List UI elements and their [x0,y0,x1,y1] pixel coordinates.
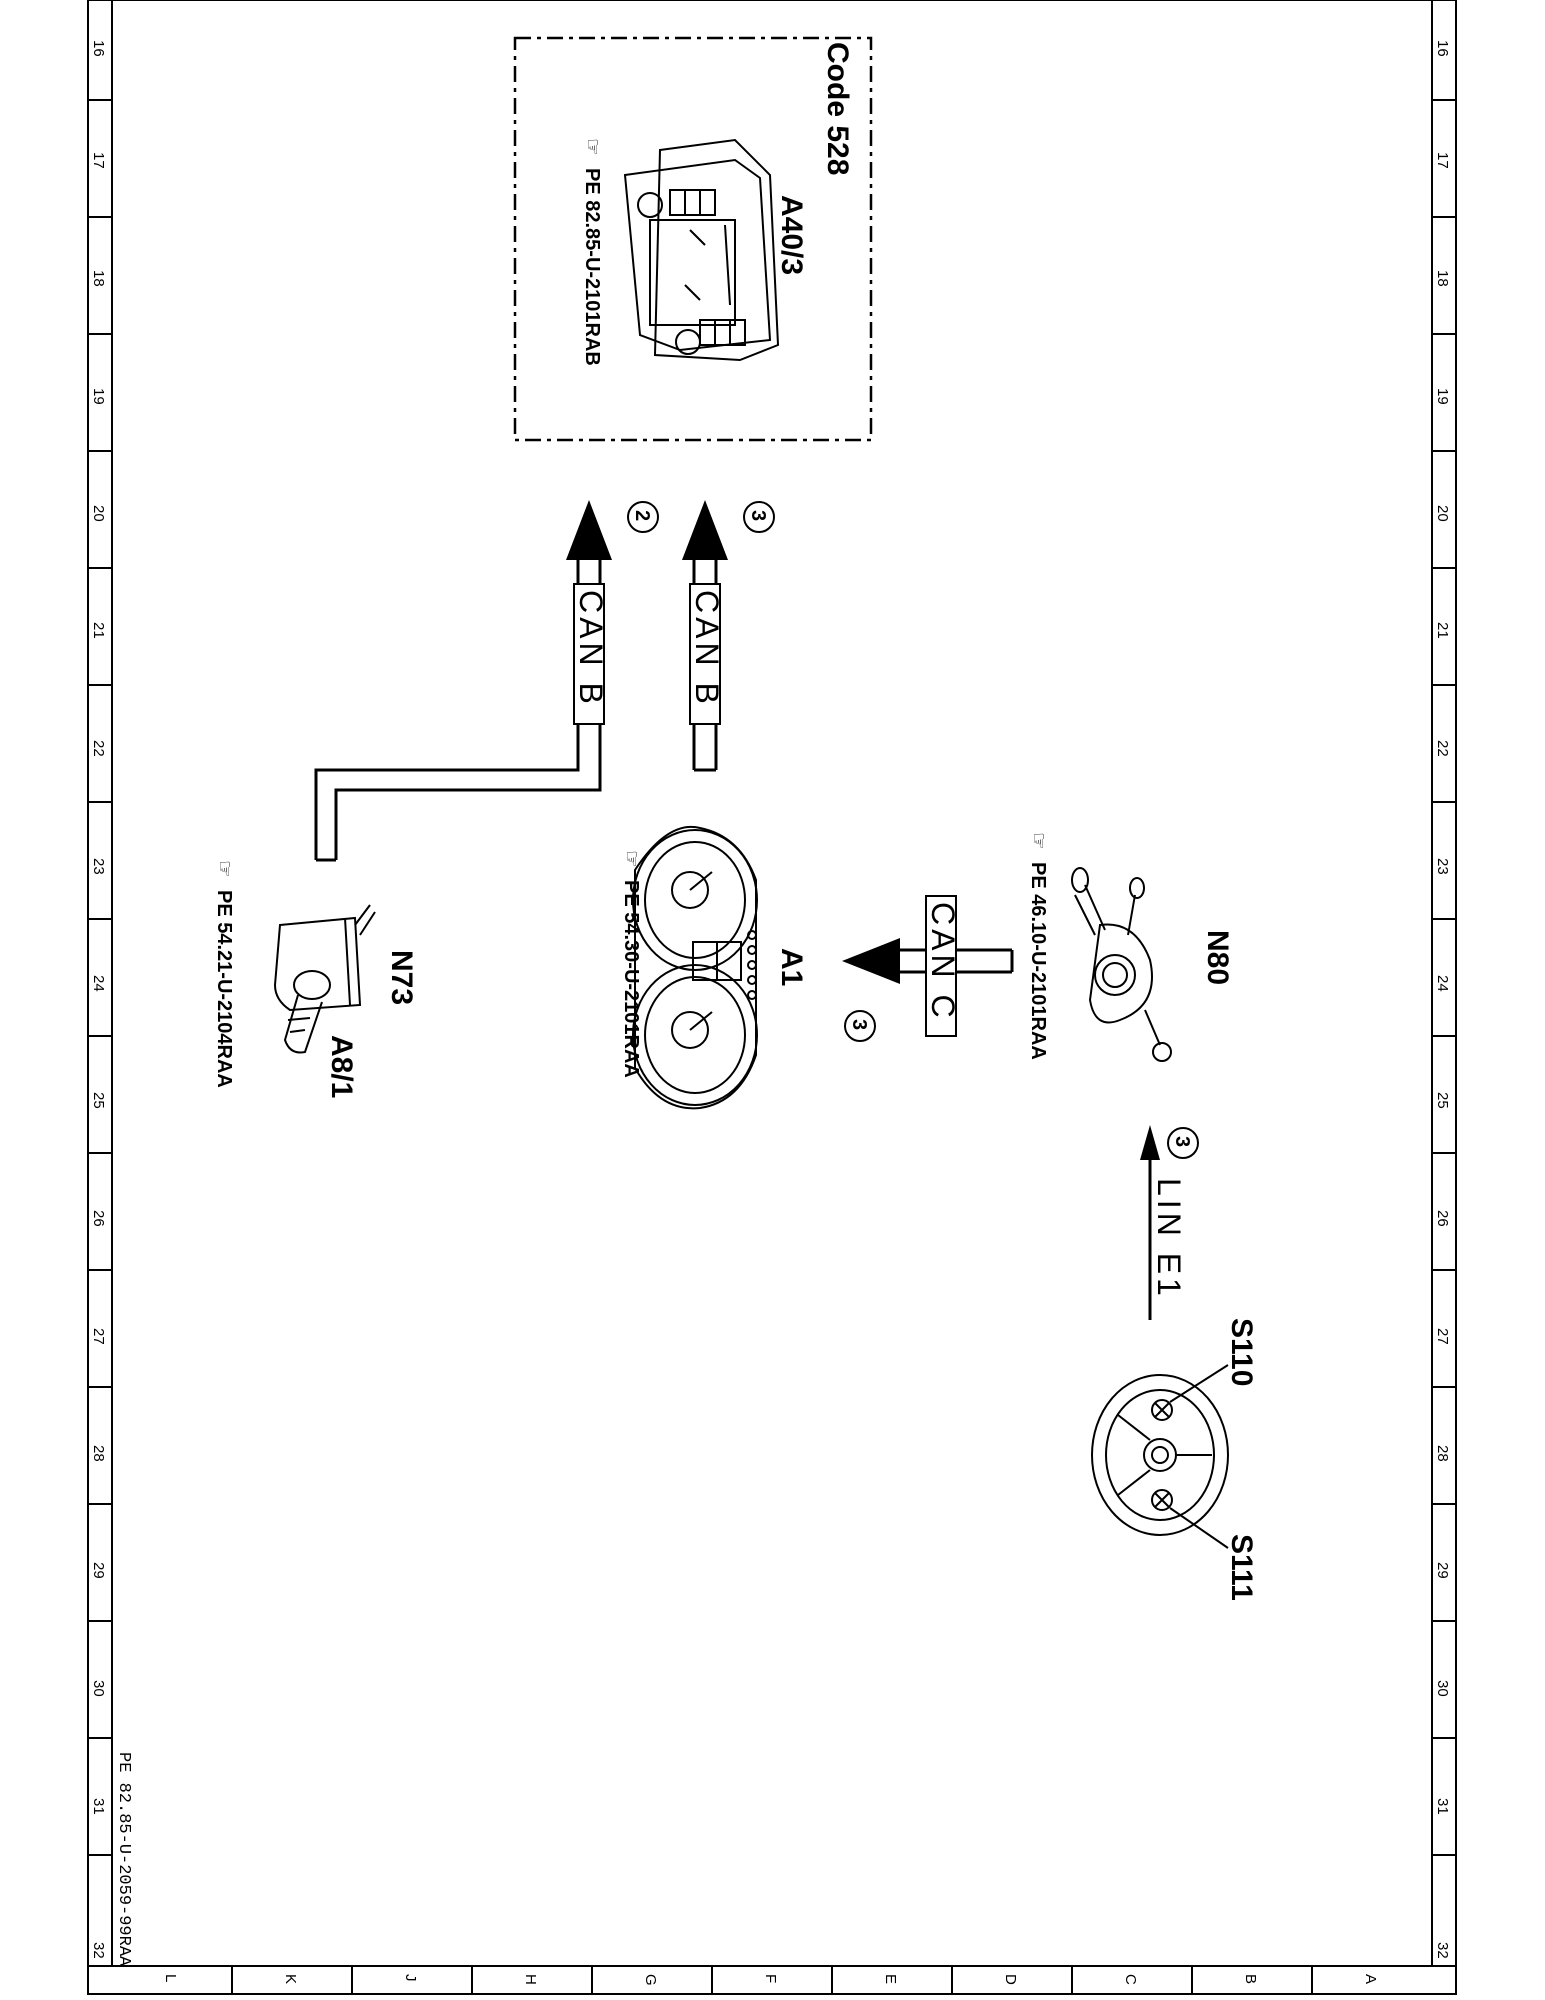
switch-s110: S110 [1225,1318,1258,1386]
row-number: 32 [1434,1942,1451,1959]
drawing-frame [87,0,1457,1995]
row-number: 22 [1434,740,1451,757]
row-number: 20 [1434,505,1451,522]
component-ref: PE 54.30-U-2101RAA [620,880,642,1078]
component-ref: PE 46.10-U-2101RAA [1027,862,1049,1060]
pointing-hand-icon: ☞ [620,850,642,868]
column-letter: K [282,1974,299,1984]
connection-number: 3 [848,1019,870,1030]
drawing-number: PE 82.85-U-2059-99RAA [114,1752,133,1967]
row-number: 31 [90,1798,107,1815]
row-grid-ticks [88,99,1456,1856]
pointing-hand-icon: ☞ [213,860,235,878]
row-number: 17 [1434,152,1451,169]
component-id: N73 [385,950,418,1005]
lin-e1-bus: LIN E1 3 [1140,1125,1199,1320]
can-b-bus-left: CAN B 2 [314,500,659,862]
connection-number: 3 [1171,1136,1193,1147]
row-number: 24 [90,975,107,992]
option-code-label: Code 528 [821,42,854,175]
row-number: 18 [90,270,107,287]
can-c-bus: CAN C 3 [842,895,1014,1042]
row-number: 26 [1434,1210,1451,1227]
component-sub-id: A8/1 [325,1035,358,1098]
ignition-switch-n73: N73 A8/1 ☞ PE 54.21-U-2104RAA [213,860,418,1098]
row-number: 32 [90,1942,107,1959]
column-letters: L K J H G F E D C B A [162,1966,1379,1994]
row-number: 21 [90,622,107,639]
component-id: N80 [1201,930,1234,985]
bus-label: CAN B [689,590,725,708]
row-number: 29 [1434,1562,1451,1579]
component-ref: PE 82.85-U-2101RAB [581,168,603,366]
column-letter: G [642,1974,659,1986]
component-ref: PE 54.21-U-2104RAA [213,890,235,1088]
row-number: 24 [1434,975,1451,992]
bus-label: CAN B [573,590,609,708]
switch-s111: S111 [1225,1534,1258,1601]
row-number: 23 [1434,858,1451,875]
head-unit-a40-3: A40/3 ☞ PE 82.85-U-2101RAB [581,138,808,366]
row-number: 26 [90,1210,107,1227]
column-letter: B [1242,1974,1259,1984]
column-letter: H [522,1974,539,1985]
row-number: 16 [90,40,107,57]
pointing-hand-icon: ☞ [1027,832,1049,850]
row-numbers-left: 16 17 18 19 20 21 22 23 24 25 26 27 28 2… [90,40,107,1959]
row-number: 28 [90,1445,107,1462]
row-number: 31 [1434,1798,1451,1815]
bus-label: LIN E1 [1151,1178,1187,1300]
row-number: 17 [90,152,107,169]
bus-label: CAN C [925,902,961,1022]
row-number: 30 [1434,1680,1451,1697]
component-id: A40/3 [775,195,808,275]
can-b-bus-right: CAN B 3 [682,500,775,772]
instrument-cluster-a1: A1 ☞ PE 54.30-U-2101RAA [620,825,808,1110]
column-letter: E [882,1974,899,1984]
row-number: 25 [90,1092,107,1109]
row-number: 27 [1434,1328,1451,1345]
column-letter: F [762,1974,779,1983]
component-id: S111 [1225,1534,1258,1601]
row-number: 25 [1434,1092,1451,1109]
row-number: 21 [1434,622,1451,639]
row-number: 22 [90,740,107,757]
component-id: A1 [775,948,808,986]
steering-column-module-n80: N80 ☞ PE 46.10-U-2101RAA [1027,832,1234,1062]
column-letter: J [402,1974,419,1982]
row-number: 28 [1434,1445,1451,1462]
component-id: S110 [1225,1318,1258,1386]
steering-wheel [1091,1364,1229,1549]
row-number: 20 [90,505,107,522]
option-box-code-528: Code 528 [513,36,873,442]
connection-number: 2 [631,510,653,521]
connection-number: 3 [747,510,769,521]
row-number: 18 [1434,270,1451,287]
row-number: 16 [1434,40,1451,57]
row-numbers-right: 16 17 18 19 20 21 22 23 24 25 26 27 28 2… [1434,40,1451,1959]
row-number: 30 [90,1680,107,1697]
column-letter: A [1362,1974,1379,1984]
row-number: 29 [90,1562,107,1579]
column-letter: L [162,1974,179,1982]
row-number: 19 [90,388,107,405]
row-number: 23 [90,858,107,875]
column-letter: D [1002,1974,1019,1985]
pointing-hand-icon: ☞ [581,138,603,156]
row-number: 27 [90,1328,107,1345]
column-letter: C [1122,1974,1139,1985]
row-number: 19 [1434,388,1451,405]
